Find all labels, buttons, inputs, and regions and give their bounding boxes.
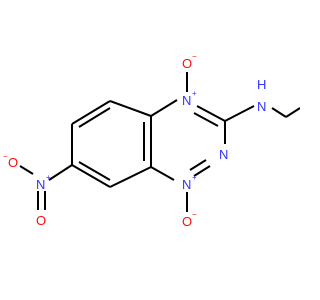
atom-n-oxide-top: N <box>182 93 191 108</box>
bond-nh-ch2 <box>271 107 287 118</box>
bond-nitro-o-left <box>19 165 34 175</box>
bond-c4a-n4 <box>150 99 178 117</box>
bond-c7-nitro <box>48 164 73 181</box>
bond-ch2-ch3 <box>285 107 300 118</box>
bonds <box>19 72 300 212</box>
atom-labels: N + O − N N + O − H N N + O − O <box>3 52 266 229</box>
charge-n-nitro: + <box>46 173 51 182</box>
charge-n-oxide-top: + <box>192 89 197 98</box>
atom-n-oxide-bottom: N <box>182 177 191 192</box>
bond-c5-c6 <box>71 100 111 125</box>
bond-c5-c6-inner <box>78 107 111 128</box>
charge-o-bottom: − <box>192 210 197 219</box>
atom-n-amine: N <box>257 99 266 114</box>
bond-c7-c8 <box>71 164 111 188</box>
bond-n4-c3-inner <box>193 112 219 127</box>
bond-n2-n1-inner <box>189 159 207 171</box>
bond-c7-c8-inner <box>78 161 111 181</box>
charge-o-nitro-left: − <box>3 152 8 161</box>
bond-c3-nh <box>224 105 255 122</box>
charge-o-top: − <box>192 52 197 61</box>
bond-n2-n1 <box>193 165 211 177</box>
atom-o-bottom: O <box>182 214 192 229</box>
atom-n-ring-right: N <box>219 147 228 162</box>
atom-n-nitro: N <box>36 177 45 192</box>
bond-n4-c3 <box>196 105 226 122</box>
atom-o-nitro-left: O <box>8 155 18 170</box>
bond-n1-c8a <box>150 166 175 181</box>
atom-h-amine: H <box>257 77 266 92</box>
molecule-structure: N + O − N N + O − H N N + O − O <box>3 52 300 229</box>
bond-c4a-c5 <box>109 100 152 117</box>
structure-canvas: N + O − N N + O − H N N + O − O <box>3 52 300 229</box>
charge-n-oxide-bottom: + <box>192 173 197 182</box>
atom-o-nitro-bottom: O <box>36 213 46 228</box>
bond-c8-c8a <box>109 166 152 188</box>
atom-o-top: O <box>182 56 192 71</box>
